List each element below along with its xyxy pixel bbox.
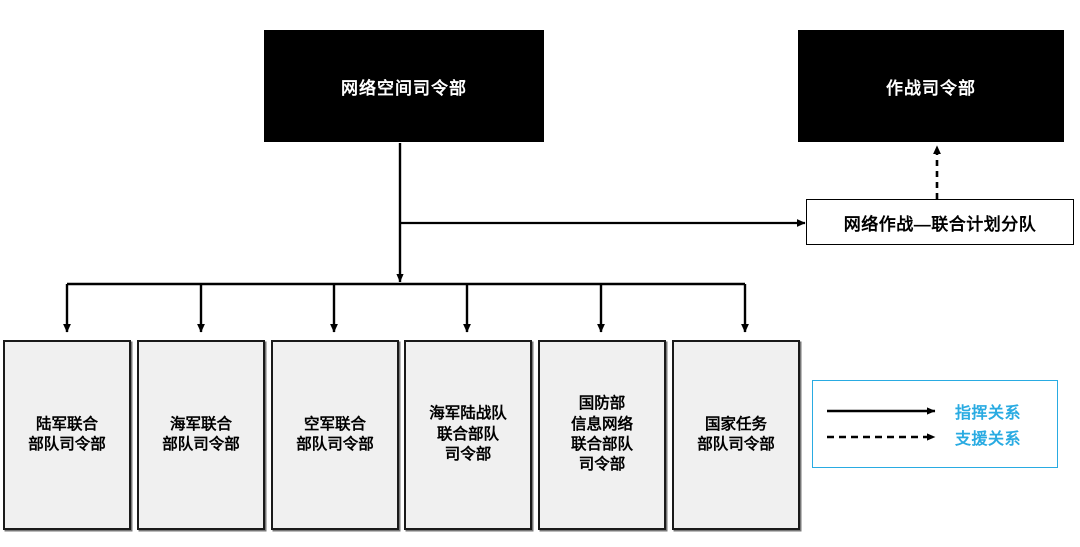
unit-box-2-label: 海军联合部队司令部 <box>162 415 240 453</box>
dashed-arrow-icon <box>827 433 936 441</box>
node-joint-planning-element-label: 网络作战—联合计划分队 <box>843 214 1037 234</box>
unit-box-1[interactable]: 陆军联合部队司令部 <box>3 340 131 530</box>
unit-box-3-label: 空军联合部队司令部 <box>296 415 374 453</box>
unit-box-5[interactable]: 国防部信息网络联合部队司令部 <box>538 340 666 530</box>
unit-box-6-label: 国家任务部队司令部 <box>697 415 775 453</box>
node-combatant-command-label: 作战司令部 <box>886 78 976 98</box>
node-joint-planning-element[interactable]: 网络作战—联合计划分队 <box>806 199 1074 245</box>
legend-row-support: 支援关系 <box>813 425 1057 449</box>
legend-label-support: 支援关系 <box>955 431 1022 448</box>
node-cyber-command[interactable]: 网络空间司令部 <box>264 30 544 142</box>
unit-box-3[interactable]: 空军联合部队司令部 <box>271 340 399 530</box>
node-cyber-command-label: 网络空间司令部 <box>341 78 467 98</box>
unit-box-6[interactable]: 国家任务部队司令部 <box>672 340 800 530</box>
legend-label-command: 指挥关系 <box>955 405 1022 422</box>
unit-box-4-label: 海军陆战队联合部队司令部 <box>429 405 507 464</box>
unit-box-1-label: 陆军联合部队司令部 <box>28 415 106 453</box>
unit-box-2[interactable]: 海军联合部队司令部 <box>137 340 265 530</box>
unit-box-4[interactable]: 海军陆战队联合部队司令部 <box>404 340 532 530</box>
solid-arrow-icon <box>827 407 936 415</box>
unit-box-5-label: 国防部信息网络联合部队司令部 <box>570 395 633 474</box>
legend-panel: 指挥关系 支援关系 <box>812 380 1058 468</box>
legend-row-command: 指挥关系 <box>813 399 1057 423</box>
node-combatant-command[interactable]: 作战司令部 <box>798 30 1064 142</box>
